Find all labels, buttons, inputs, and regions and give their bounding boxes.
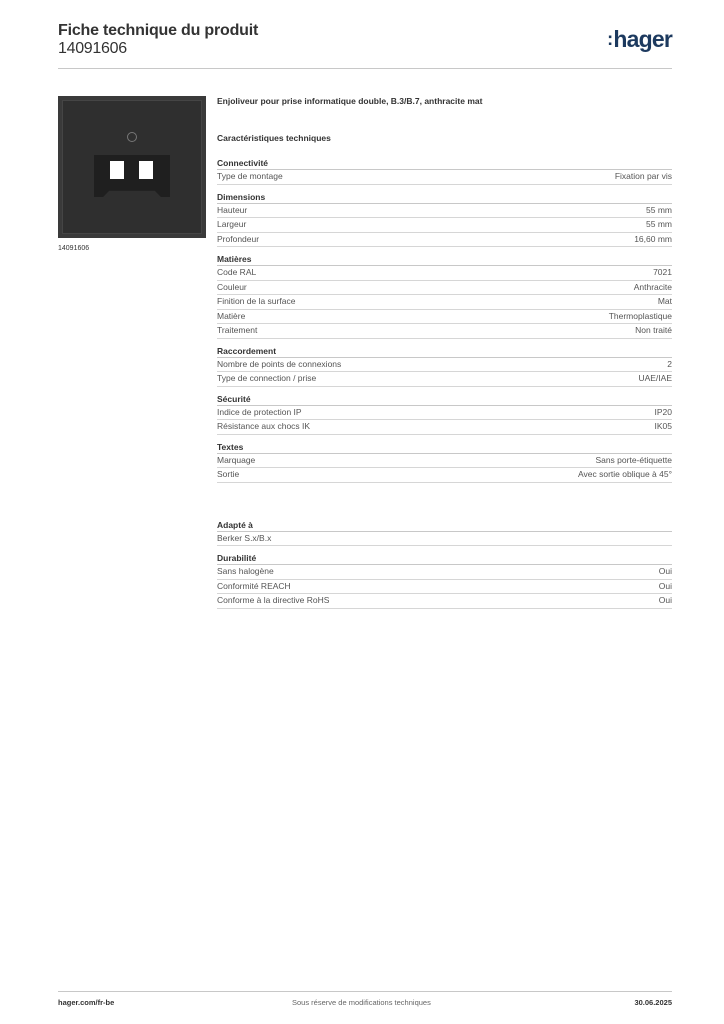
spec-label: Conformité REACH [217,580,291,591]
spec-row: Sortie Avec sortie oblique à 45° [217,468,672,483]
spec-value: Mat [657,296,672,306]
section-title: Raccordement [217,345,672,358]
product-number: 14091606 [58,40,127,57]
spec-label: Type de connection / prise [217,373,317,383]
network-ports-illustration [94,155,170,197]
footer-website-link[interactable]: hager.com/fr-be [58,998,115,1007]
spec-label: Conforme à la directive RoHS [217,595,330,605]
spec-row: Hauteur 55 mm [217,204,672,218]
spec-row: Couleur Anthracite [217,281,672,295]
product-description: Enjoliveur pour prise informatique doubl… [217,96,483,106]
spec-value: Sans porte-étiquette [595,454,672,465]
spec-label: Marquage [217,454,256,465]
spec-value: Non traité [635,325,672,335]
spec-content: Enjoliveur pour prise informatique doubl… [217,96,672,615]
hager-logo: :hager [607,26,673,52]
spec-value: Oui [658,566,672,576]
spec-label: Matière [217,310,246,321]
spec-row: Conforme à la directive RoHS Oui [217,594,672,609]
spec-label: Indice de protection IP [217,406,302,417]
spec-row: Finition de la surface Mat [217,295,672,310]
spec-label: Nombre de points de connexions [217,358,342,369]
spec-label: Hauteur [217,204,248,215]
spec-row: Marquage Sans porte-étiquette [217,454,672,468]
screw-icon [127,132,137,142]
spec-label: Résistance aux chocs IK [217,421,311,431]
spec-label: Berker S.x/B.x [217,532,272,543]
spec-label: Type de montage [217,171,283,181]
spec-label: Couleur [217,281,247,292]
spec-row: Indice de protection IP IP20 [217,406,673,420]
spec-value: Oui [658,580,672,591]
spec-value: UAE/IAE [638,373,672,383]
spec-value: Oui [658,595,672,605]
logo-text: hager [613,26,672,52]
product-plate-illustration [62,100,202,234]
spec-row: Type de montage Fixation par vis [217,170,672,185]
header-divider [58,68,672,69]
spec-value: 7021 [653,267,672,277]
spec-value: IK05 [654,421,673,431]
spec-row: Berker S.x/B.x [217,532,672,546]
port-opening-right [139,161,153,179]
spec-value: 16,60 mm [634,233,672,244]
spec-row: Conformité REACH Oui [217,580,672,594]
spec-label: Traitement [217,325,258,335]
port-opening-left [110,161,124,179]
spec-value: 55 mm [646,219,672,229]
section-title: Matières [217,253,672,266]
spec-row: Profondeur 16,60 mm [217,233,672,247]
spec-label: Sans halogène [217,566,274,576]
spec-row: Nombre de points de connexions 2 [217,358,672,372]
spec-label: Profondeur [217,233,260,244]
section-title: Adapté à [217,519,672,532]
spec-value: 2 [667,358,672,369]
spec-value: IP20 [654,406,673,417]
characteristics-title: Caractéristiques techniques [217,133,331,143]
spec-row: Traitement Non traité [217,324,672,339]
spec-label: Largeur [217,219,247,229]
spec-row: Code RAL 7021 [217,266,672,281]
page-title: Fiche technique du produit [58,22,259,39]
section-title: Durabilité [217,552,672,565]
spec-row: Matière Thermoplastique [217,310,672,324]
section-title: Textes [217,441,672,454]
page-header: Fiche technique du produit 14091606 :hag… [58,22,673,70]
spec-value: Anthracite [633,281,672,292]
image-caption: 14091606 [58,245,90,252]
spec-value: Avec sortie oblique à 45° [578,469,672,479]
spec-value: Thermoplastique [608,310,672,321]
footer-divider [58,991,672,992]
spec-row: Type de connection / prise UAE/IAE [217,372,672,387]
footer-disclaimer: Sous réserve de modifications techniques [292,998,431,1007]
spec-label: Code RAL [217,267,257,277]
section-title: Sécurité [217,393,672,406]
section-title: Connectivité [217,157,672,170]
spec-label: Finition de la surface [217,296,296,306]
spec-value: Fixation par vis [614,171,672,181]
footer-date: 30.06.2025 [634,998,672,1007]
spec-row: Résistance aux chocs IK IK05 [217,420,672,435]
spec-value: 55 mm [646,204,672,215]
section-title: Dimensions [217,191,672,204]
spec-row: Sans halogène Oui [217,565,672,580]
spec-label: Sortie [217,469,240,479]
spec-row: Largeur 55 mm [217,218,672,233]
